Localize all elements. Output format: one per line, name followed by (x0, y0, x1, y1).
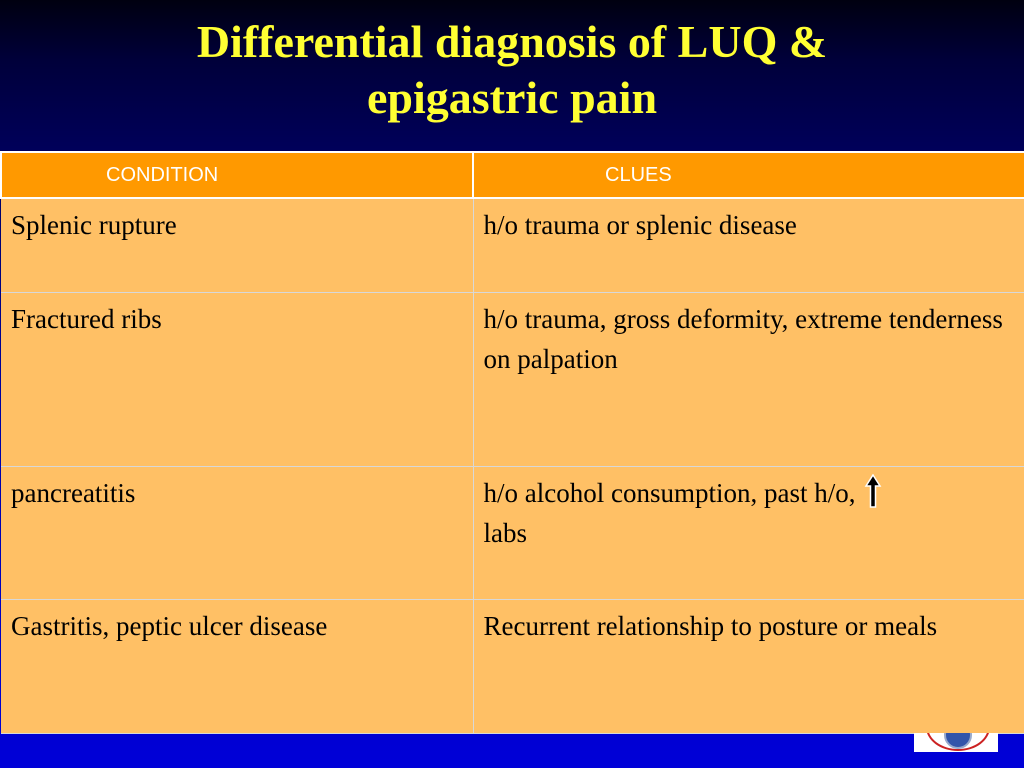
slide-title-line-2: epigastric pain (366, 72, 658, 123)
clues-text: h/o alcohol consumption, past h/o, (483, 477, 856, 508)
column-header-clues-label: CLUES (605, 163, 672, 186)
slide-title: Differential diagnosis of LUQ & epigastr… (0, 14, 1024, 126)
column-header-clues: CLUES (472, 151, 1024, 199)
table-row: Splenic rupture h/o trauma or splenic di… (1, 197, 1024, 293)
condition-cell: Splenic rupture (1, 197, 474, 293)
clues-cell: h/o trauma or splenic disease (472, 197, 1024, 293)
up-arrow-icon (864, 473, 882, 508)
table-row: Gastritis, peptic ulcer disease Recurren… (1, 598, 1024, 734)
table-header-row: CONDITION CLUES (0, 151, 1024, 199)
column-header-condition-label: CONDITION (106, 163, 219, 186)
condition-cell: pancreatitis (1, 465, 474, 600)
slide-title-line-1: Differential diagnosis of LUQ & (196, 16, 828, 67)
clues-cell: h/o alcohol consumption, past h/o, labs (472, 465, 1024, 600)
condition-cell: Gastritis, peptic ulcer disease (1, 598, 474, 734)
table-row: pancreatitis h/o alcohol consumption, pa… (1, 465, 1024, 600)
clues-text-continued: labs (483, 517, 528, 548)
condition-cell: Fractured ribs (1, 291, 474, 467)
institution-emblem-icon (914, 733, 998, 752)
table-row: Fractured ribs h/o trauma, gross deformi… (1, 291, 1024, 467)
clues-cell: h/o trauma, gross deformity, extreme ten… (472, 291, 1024, 467)
differential-diagnosis-table: CONDITION CLUES Splenic rupture h/o trau… (0, 151, 1024, 734)
clues-cell: Recurrent relationship to posture or mea… (472, 598, 1024, 734)
column-header-condition: CONDITION (0, 151, 474, 199)
